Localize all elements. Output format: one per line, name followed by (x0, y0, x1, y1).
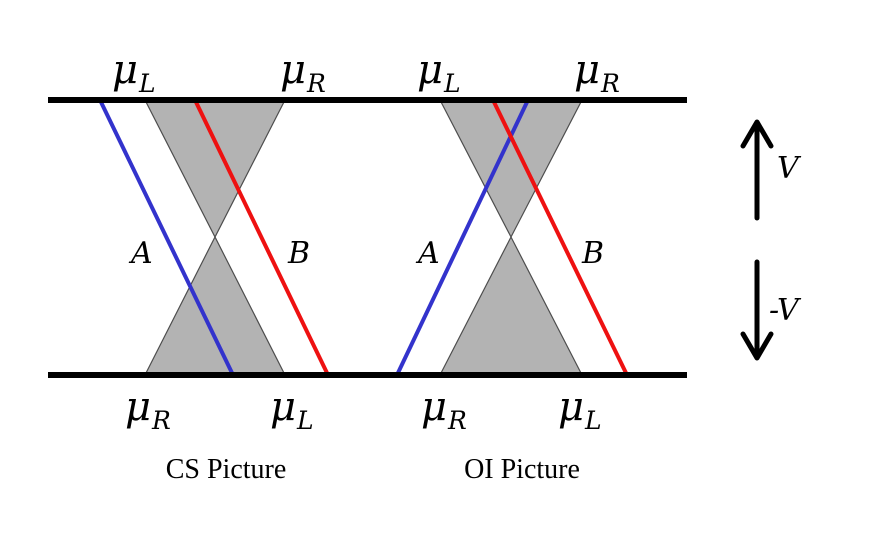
cs-line-b (193, 99, 330, 376)
cs-bottom-right-label: μL (270, 384, 314, 435)
oi-lower-cone (439, 235, 583, 376)
cs-line-a (98, 99, 235, 376)
bias-up-label: V (777, 151, 802, 186)
oi-line-a-label: A (415, 236, 440, 271)
cs-bottom-left-label: μR (125, 384, 171, 435)
oi-bottom-right-label: μL (558, 384, 602, 435)
oi-line-b (491, 99, 629, 376)
cs-line-a-label: A (128, 236, 153, 271)
cs-top-left-label: μL (112, 47, 156, 98)
up-arrow-icon (740, 119, 774, 221)
oi-top-right-label: μR (574, 47, 620, 98)
oi-caption: OI Picture (464, 454, 580, 485)
oi-line-b-label: B (581, 236, 604, 271)
cs-line-b-label: B (287, 236, 310, 271)
oi-bottom-left-label: μR (421, 384, 467, 435)
oi-upper-cone (439, 99, 583, 239)
cs-lower-cone (144, 235, 286, 376)
cs-top-right-label: μR (280, 47, 326, 98)
oi-line-a (395, 99, 530, 376)
bias-down-label: -V (769, 293, 802, 328)
down-arrow-icon (740, 259, 774, 361)
cs-upper-cone (144, 99, 286, 239)
cs-caption: CS Picture (166, 454, 287, 485)
oi-top-left-label: μL (417, 47, 461, 98)
